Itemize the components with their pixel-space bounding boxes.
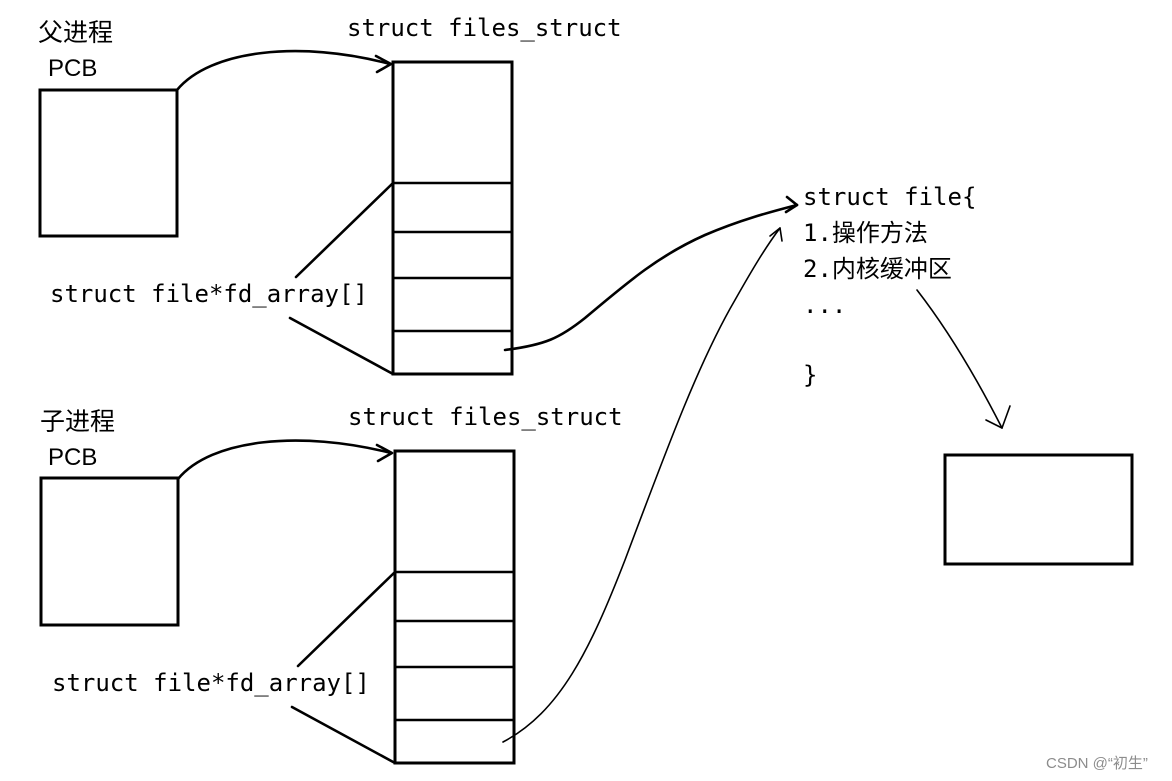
parent-pcb-box xyxy=(38,88,179,238)
child-pcb-to-files-arrowhead xyxy=(375,443,394,463)
csdn-watermark: CSDN @“初生” xyxy=(1046,755,1148,772)
parent-pcb-to-files-arrowhead xyxy=(374,54,393,74)
file-struct-line-3: 2.内核缓冲区 xyxy=(803,255,952,283)
child-fd-array-label: struct file*fd_array[] xyxy=(52,669,370,697)
child-pcb-box xyxy=(39,476,180,627)
parent-files-struct-label: struct files_struct xyxy=(347,14,622,42)
parent-fd-to-file-arrow xyxy=(503,203,799,352)
parent-fd-array-bracket-top xyxy=(294,181,395,279)
parent-fd-array-label: struct file*fd_array[] xyxy=(50,280,368,308)
parent-fd-array-bracket-bottom xyxy=(288,316,395,376)
file-struct-line-4: ... xyxy=(803,291,846,319)
child-pcb-label: PCB xyxy=(48,444,97,471)
child-process-title: 子进程 xyxy=(40,407,115,436)
file-struct-group: struct file{ 1.操作方法 2.内核缓冲区 ... } xyxy=(803,183,976,389)
child-files-struct-label: struct files_struct xyxy=(348,403,623,431)
child-fd-to-file-arrowhead xyxy=(769,227,783,242)
child-fd-array-bracket-bottom xyxy=(290,705,397,765)
parent-files-struct-box xyxy=(391,60,514,376)
parent-process-title: 父进程 xyxy=(38,18,113,47)
child-fd-array-bracket-top xyxy=(296,570,397,668)
file-struct-line-5: } xyxy=(803,361,817,389)
file-struct-line-1: struct file{ xyxy=(803,183,976,211)
child-files-struct-box xyxy=(393,449,516,765)
kernel-buffer-box xyxy=(943,453,1134,566)
child-pcb-to-files-arrow xyxy=(176,439,393,481)
buffer-to-box-arrow xyxy=(916,289,1003,429)
child-fd-to-file-arrow xyxy=(502,227,781,743)
parent-pcb-label: PCB xyxy=(48,55,97,82)
parent-fd-to-file-arrowhead xyxy=(784,195,799,214)
parent-pcb-to-files-arrow xyxy=(175,49,392,92)
child-process-group: 子进程 PCB struct files_struct struct file*… xyxy=(39,403,623,765)
file-struct-line-2: 1.操作方法 xyxy=(803,219,928,247)
buffer-to-box-arrowhead xyxy=(985,405,1011,429)
parent-process-group: 父进程 PCB struct files_struct struct file*… xyxy=(38,14,622,376)
